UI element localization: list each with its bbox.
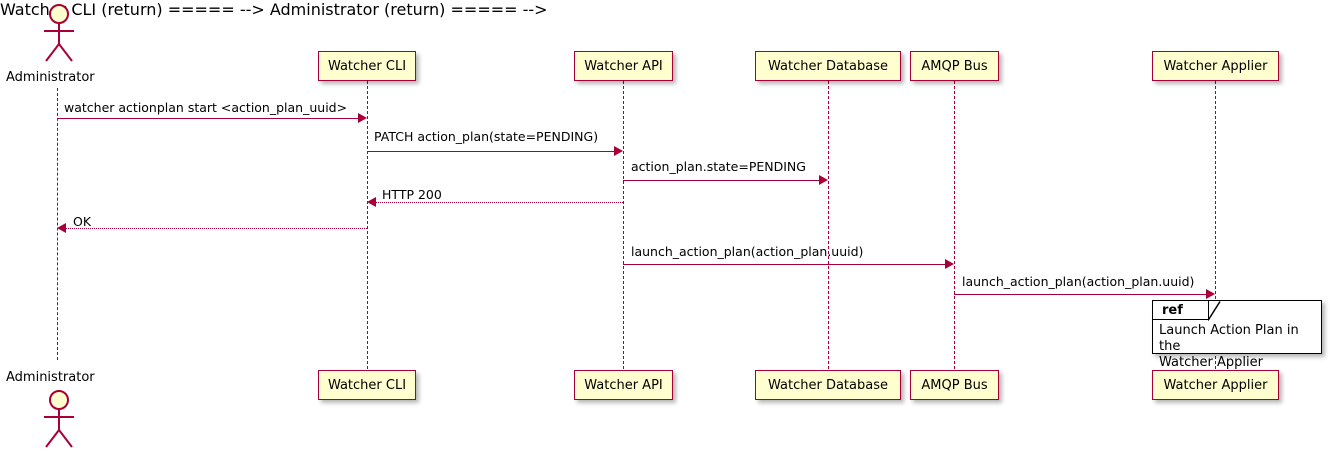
message-line-7 (954, 294, 1206, 295)
actor-label-administrator-bottom: Administrator (6, 370, 95, 385)
actor-figure-icon (44, 390, 74, 448)
actor-administrator-top[interactable] (33, 2, 81, 68)
lifeline-watcher-api (623, 81, 624, 369)
participant-watcher-applier-bottom[interactable]: Watcher Applier (1152, 370, 1279, 400)
lifeline-watcher-database (828, 81, 829, 369)
message-line-1 (57, 118, 358, 119)
message-label-6: launch_action_plan(action_plan.uuid) (631, 244, 864, 259)
message-line-4 (376, 202, 623, 203)
message-label-4: HTTP 200 (382, 187, 442, 202)
ref-fragment-tab: ref (1153, 301, 1209, 320)
message-arrowhead-3 (819, 175, 828, 185)
message-label-1: watcher actionplan start <action_plan_uu… (64, 100, 348, 115)
lifeline-watcher-applier (1215, 81, 1216, 369)
actor-label-administrator-top: Administrator (6, 70, 95, 85)
ref-fragment-tab-label: ref (1162, 302, 1183, 318)
message-label-3: action_plan.state=PENDING (631, 159, 806, 174)
participant-watcher-cli-top[interactable]: Watcher CLI (318, 51, 416, 81)
participant-watcher-api-top[interactable]: Watcher API (574, 51, 673, 81)
actor-administrator-bottom[interactable] (33, 388, 81, 454)
message-line-6 (623, 264, 945, 265)
participant-amqp-bus-bottom[interactable]: AMQP Bus (910, 370, 999, 400)
lifeline-amqp-bus (954, 81, 955, 369)
participant-watcher-cli-bottom[interactable]: Watcher CLI (318, 370, 416, 400)
message-line-3 (623, 180, 819, 181)
message-arrowhead-5 (57, 223, 66, 233)
message-arrowhead-6 (945, 259, 954, 269)
participant-watcher-database-top[interactable]: Watcher Database (755, 51, 901, 81)
message-line-5 (66, 228, 367, 229)
lifeline-watcher-cli (367, 81, 368, 369)
message-label-5: OK (73, 214, 92, 229)
participant-watcher-database-bottom[interactable]: Watcher Database (755, 370, 901, 400)
participant-watcher-applier-top[interactable]: Watcher Applier (1152, 51, 1279, 81)
ref-fragment-body: Launch Action Plan in the Watcher Applie… (1159, 323, 1299, 370)
actor-figure-icon (44, 4, 74, 62)
message-arrowhead-4 (367, 197, 376, 207)
participant-watcher-api-bottom[interactable]: Watcher API (574, 370, 673, 400)
message-line-2 (367, 151, 614, 152)
ref-fragment-tab-corner-line-icon (1208, 301, 1221, 321)
message-label-2: PATCH action_plan(state=PENDING) (374, 129, 599, 144)
ref-fragment[interactable]: ref Launch Action Plan in the Watcher Ap… (1152, 300, 1322, 370)
participant-amqp-bus-top[interactable]: AMQP Bus (910, 51, 999, 81)
message-label-7: launch_action_plan(action_plan.uuid) (962, 274, 1195, 289)
message-arrowhead-7 (1206, 289, 1215, 299)
message-arrowhead-2 (614, 146, 623, 156)
message-arrowhead-1 (358, 113, 367, 123)
